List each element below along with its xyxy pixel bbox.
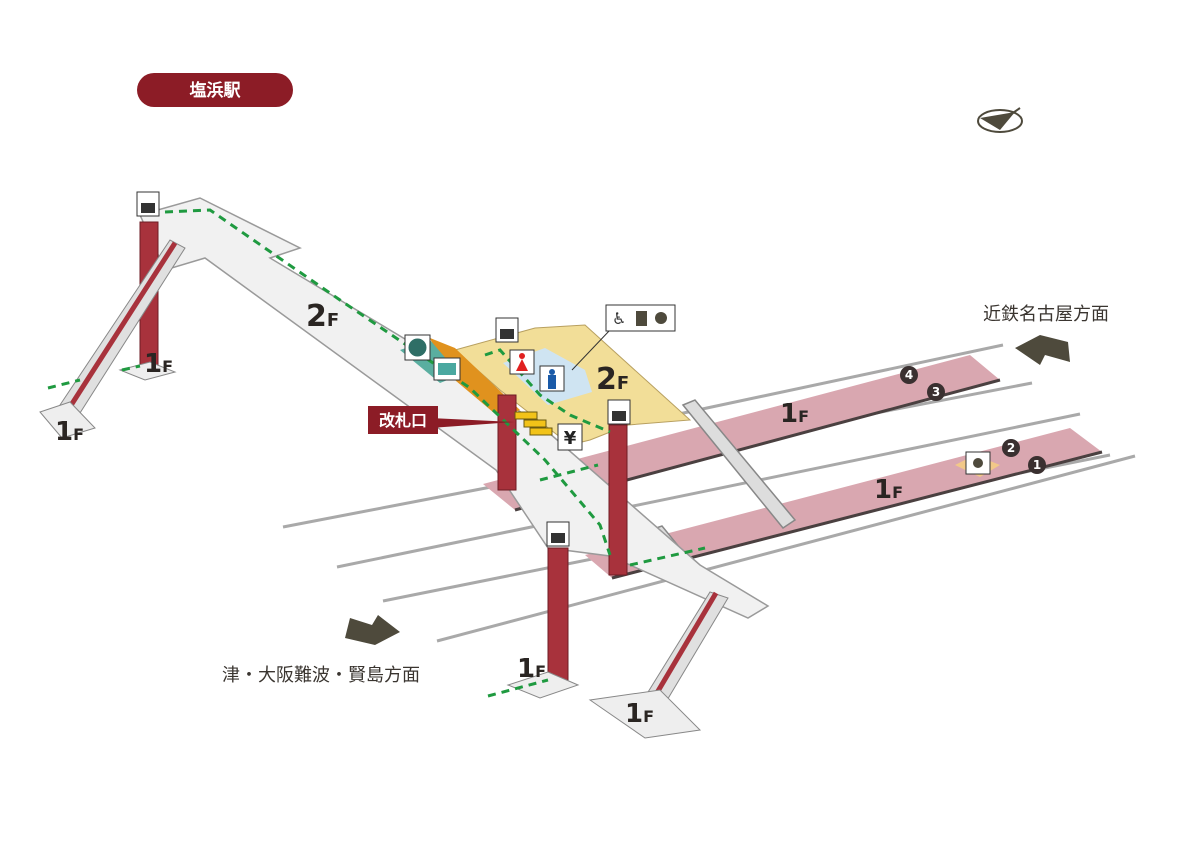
platform-3: 3 — [932, 385, 940, 399]
waiting-area-icon — [955, 451, 1000, 477]
station-name: 塩浜駅 — [190, 80, 242, 101]
toilet-male-icon — [539, 365, 565, 392]
pillars — [139, 221, 628, 681]
ticket-machine-icon: ¥ — [557, 423, 583, 451]
gate-callout: 改札口 — [368, 406, 515, 434]
accessible-icon: ♿ — [612, 309, 626, 328]
floor-labels: 2F 2F 1F 1F 1F 1F 1F 1F — [55, 299, 903, 729]
platform-numbers: 1 2 3 4 — [900, 366, 1046, 474]
svg-text:1F: 1F — [874, 475, 903, 505]
elevator-icon — [136, 191, 160, 217]
svg-text:1F: 1F — [144, 349, 173, 379]
track-line — [336, 412, 1081, 569]
direction-south: 津・大阪難波・賢島方面 — [222, 665, 420, 686]
track-line — [659, 343, 1004, 420]
svg-text:¥: ¥ — [564, 428, 577, 449]
svg-text:2F: 2F — [306, 299, 339, 334]
waiting-room-icon — [404, 334, 431, 361]
transfer-machine-icon — [433, 357, 461, 381]
svg-text:1F: 1F — [517, 654, 546, 684]
gate-label: 改札口 — [379, 411, 427, 430]
accessible-facilities-callout: ♿ — [571, 304, 676, 371]
station-title-badge: 塩浜駅 — [137, 73, 293, 107]
direction-north: 近鉄名古屋方面 — [983, 304, 1109, 325]
accessible-route — [47, 208, 706, 698]
svg-text:1F: 1F — [625, 699, 654, 729]
platform-2: 2 — [1007, 441, 1015, 455]
platform-4: 4 — [905, 368, 913, 382]
elevator-icon — [495, 317, 519, 343]
svg-text:1F: 1F — [55, 417, 84, 447]
ostomate-icon — [636, 311, 647, 326]
platform-1: 1 — [1033, 458, 1041, 472]
arrow-north-icon — [1015, 335, 1070, 365]
arrow-south-icon — [345, 615, 400, 645]
baby-care-icon — [655, 312, 667, 324]
elevator-icon — [546, 521, 570, 547]
ground-landings — [39, 361, 702, 739]
svg-text:2F: 2F — [596, 362, 629, 397]
ticket-gate-icon — [514, 411, 553, 436]
svg-text:1F: 1F — [780, 399, 809, 429]
compass-icon — [977, 107, 1023, 133]
elevator-icon — [607, 399, 631, 425]
toilet-female-icon — [509, 349, 535, 375]
street-stairs — [59, 239, 729, 713]
